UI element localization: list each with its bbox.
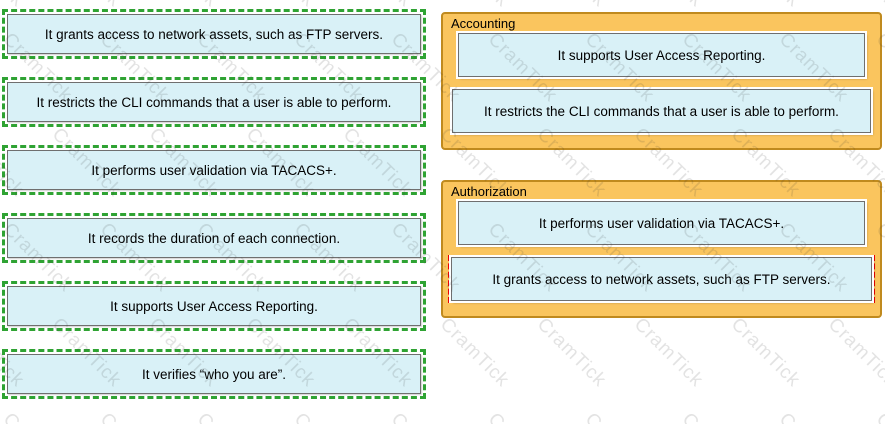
watermark-text: CramTick [532,313,611,392]
watermark-text: CramTick [774,409,852,424]
target-title: Accounting [451,16,516,31]
drop-slot-selected: It grants access to network assets, such… [448,255,875,303]
draggable-option-connection-duration[interactable]: It records the duration of each connecti… [2,213,426,263]
watermark-text: CramTick [483,409,561,424]
option-label: It supports User Access Reporting. [7,286,421,326]
source-options-column: It grants access to network assets, such… [2,9,426,417]
option-label: It restricts the CLI commands that a use… [7,82,421,122]
option-label: It verifies “who you are”. [7,354,421,394]
target-title: Authorization [451,184,527,199]
watermark-text: CramTick [629,0,707,12]
dropped-option-ftp-access[interactable]: It grants access to network assets, such… [451,257,872,301]
watermark-text: CramTick [726,313,805,392]
drop-target-authorization[interactable]: Authorization It performs user validatio… [441,180,882,318]
watermark-text: CramTick [677,409,755,424]
watermark-text: CramTick [823,0,885,12]
drop-target-accounting[interactable]: Accounting It supports User Access Repor… [441,12,882,150]
watermark-text: CramTick [871,409,885,424]
drop-targets-column: Accounting It supports User Access Repor… [441,12,882,318]
drop-slot: It performs user validation via TACACS+. [456,199,867,247]
drop-slot: It supports User Access Reporting. [456,31,867,79]
watermark-text: CramTick [726,0,804,12]
watermark-text: CramTick [435,313,514,392]
dropped-option-cli-restrict[interactable]: It restricts the CLI commands that a use… [452,89,871,133]
watermark-text: CramTick [580,409,658,424]
watermark-text: CramTick [532,0,610,12]
draggable-option-user-access-reporting[interactable]: It supports User Access Reporting. [2,281,426,331]
watermark-text: CramTick [823,313,885,392]
dropped-option-user-access-reporting[interactable]: It supports User Access Reporting. [458,33,865,77]
dropped-option-tacacs-validation[interactable]: It performs user validation via TACACS+. [458,201,865,245]
draggable-option-tacacs-validation[interactable]: It performs user validation via TACACS+. [2,145,426,195]
draggable-option-who-you-are[interactable]: It verifies “who you are”. [2,349,426,399]
watermark-text: CramTick [435,0,513,12]
option-label: It records the duration of each connecti… [7,218,421,258]
drop-slot: It restricts the CLI commands that a use… [450,87,873,135]
draggable-option-cli-restrict[interactable]: It restricts the CLI commands that a use… [2,77,426,127]
draggable-option-ftp-access[interactable]: It grants access to network assets, such… [2,9,426,59]
option-label: It performs user validation via TACACS+. [7,150,421,190]
option-label: It grants access to network assets, such… [7,14,421,54]
watermark-text: CramTick [629,313,708,392]
